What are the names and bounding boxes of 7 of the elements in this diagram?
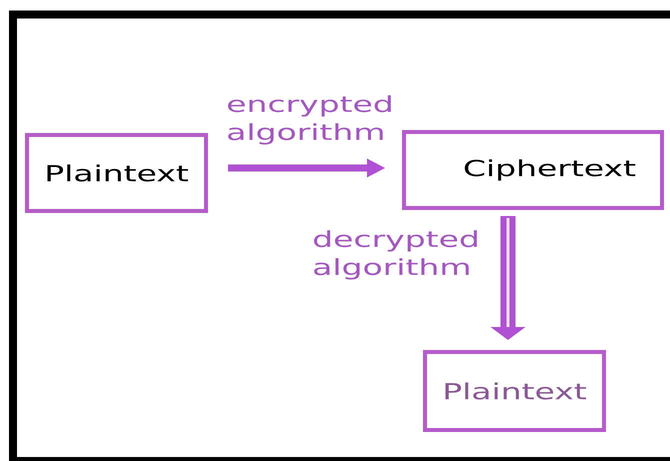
edge-label: decrypted algorithm (312, 230, 484, 280)
arrow (490, 216, 526, 340)
edge-label: encrypted algorithm (226, 95, 396, 144)
text-box: Plaintext (423, 350, 606, 432)
text-box: Plaintext (25, 133, 208, 213)
text-box: Ciphertext (402, 130, 664, 210)
arrow (228, 158, 385, 178)
